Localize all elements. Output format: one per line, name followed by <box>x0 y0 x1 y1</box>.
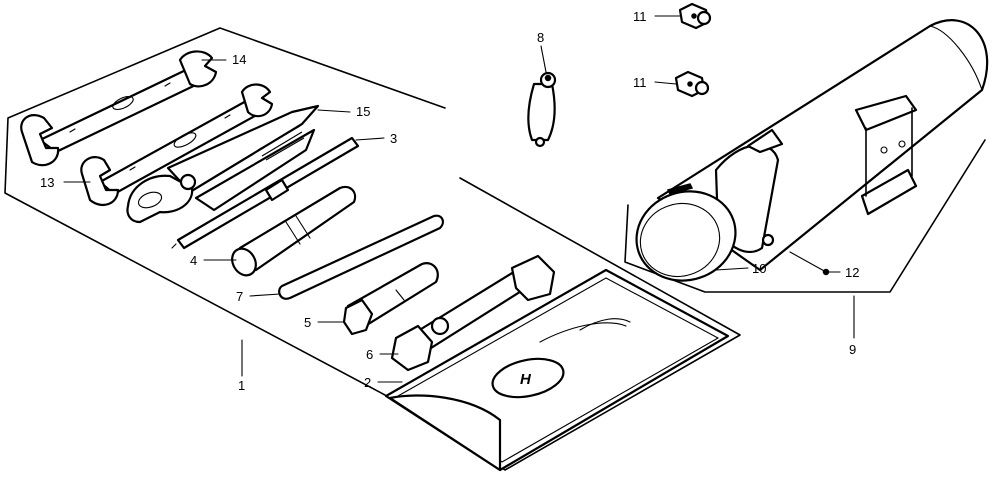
callout-3: 3 <box>390 131 397 146</box>
callout-14: 14 <box>232 52 246 67</box>
leader-lines <box>63 15 855 383</box>
callout-15: 15 <box>356 104 370 119</box>
callout-4: 4 <box>190 253 197 268</box>
end-cap-10 <box>635 183 737 282</box>
callout-5: 5 <box>304 315 311 330</box>
tool-bag-2: H <box>384 268 730 472</box>
wrench-13 <box>80 83 274 207</box>
plug-socket-5 <box>342 262 439 336</box>
callout-6: 6 <box>366 347 373 362</box>
callout-11-bottom: 11 <box>633 75 647 90</box>
bulb-8 <box>527 71 557 148</box>
pouch-logo: H <box>520 371 532 388</box>
tool-case-9 <box>656 19 989 276</box>
callout-8: 8 <box>537 30 544 45</box>
callout-7: 7 <box>236 289 243 304</box>
callout-11-top: 11 <box>633 9 647 24</box>
box-wrench-6 <box>390 254 556 372</box>
callout-1: 1 <box>238 378 245 393</box>
callout-9: 9 <box>849 342 856 357</box>
callout-labels: 14 15 3 13 4 7 5 6 2 1 8 11 11 10 12 9 <box>40 9 859 393</box>
nut-11-bottom <box>674 70 710 98</box>
nut-11-top <box>678 2 712 30</box>
callout-12: 12 <box>845 265 859 280</box>
callout-10: 10 <box>752 261 766 276</box>
pliers-15 <box>126 104 320 224</box>
tool-case-group-outline <box>624 139 986 293</box>
callout-2: 2 <box>364 375 371 390</box>
callout-13: 13 <box>40 175 54 190</box>
handle-4 <box>231 185 357 277</box>
wrench-14 <box>20 50 218 167</box>
extension-bar-7 <box>278 214 444 300</box>
tool-kit-group-outline <box>4 27 741 471</box>
screwdriver-3 <box>171 136 360 250</box>
